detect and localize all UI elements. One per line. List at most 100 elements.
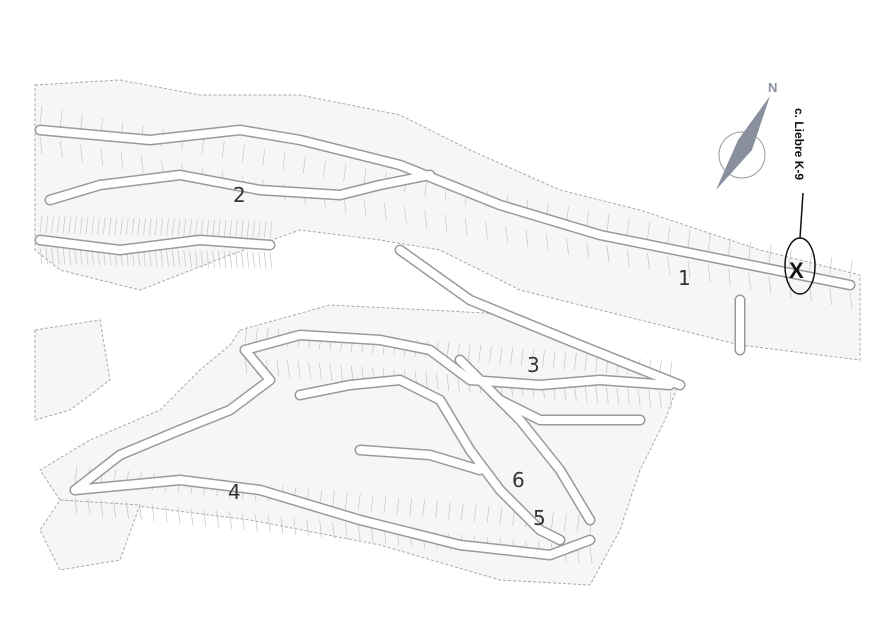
lot-divider (240, 220, 244, 238)
lot-divider (345, 492, 348, 510)
lot-divider (242, 144, 245, 162)
lot-divider (357, 524, 361, 542)
lot-divider (269, 251, 273, 270)
lot-divider (212, 250, 215, 268)
lot-divider (396, 497, 400, 515)
lot-divider (39, 136, 43, 155)
lot-divider (45, 216, 49, 234)
location-marker: X (784, 192, 816, 295)
lot-divider (551, 512, 554, 530)
lot-divider (223, 250, 227, 269)
lot-divider (293, 518, 297, 536)
lot-divider (267, 515, 271, 533)
lot-divider (56, 216, 60, 234)
lot-divider (56, 247, 60, 265)
lot-divider (276, 359, 280, 377)
lot-divider (125, 217, 129, 235)
lot-divider (194, 250, 198, 268)
lot-divider (422, 499, 425, 517)
lot-divider (329, 363, 333, 382)
lot-divider (139, 503, 142, 521)
lot-divider (258, 251, 261, 269)
sector-5-label: 5 (533, 506, 546, 530)
lot-divider (308, 362, 312, 380)
lot-divider (586, 241, 590, 259)
lot-divider (499, 507, 503, 525)
lot-divider (240, 251, 244, 269)
lot-divider (120, 152, 124, 170)
lot-divider (263, 251, 267, 269)
lot-divider (637, 389, 641, 407)
lot-divider (669, 360, 673, 379)
lot-divider (131, 217, 135, 236)
lot-divider (520, 348, 524, 366)
lot-grid (39, 105, 853, 565)
lot-divider (160, 249, 164, 267)
lot-divider (505, 226, 509, 244)
lot-divider (217, 250, 221, 268)
lot-divider (80, 113, 83, 131)
lot-divider (68, 247, 72, 265)
lot-divider (323, 160, 326, 178)
lot-divider (235, 251, 238, 269)
lot-divider (154, 249, 158, 267)
lot-divider (748, 272, 752, 290)
lot-divider (252, 251, 256, 269)
lot-divider (584, 353, 588, 372)
lot-divider (246, 251, 250, 269)
lot-divider (849, 260, 853, 279)
lot-divider (140, 156, 144, 174)
lot-divider (332, 490, 335, 509)
lot-divider (252, 220, 256, 238)
lot-divider (87, 498, 91, 516)
lot-divider (235, 220, 238, 238)
lot-divider (486, 505, 490, 524)
lot-divider (788, 280, 792, 298)
north-arrow-icon: N (716, 80, 777, 190)
lot-divider (448, 502, 451, 520)
sector-3-label: 3 (527, 353, 540, 377)
lot-divider (849, 291, 853, 310)
lot-divider (563, 513, 567, 531)
lot-divider (166, 218, 169, 236)
lot-divider (183, 219, 187, 237)
lot-divider (190, 508, 194, 526)
lot-divider (563, 352, 567, 370)
lot-divider (79, 216, 83, 234)
lot-divider (627, 388, 630, 406)
lot-divider (79, 247, 83, 265)
lot-divider (59, 109, 63, 127)
lot-divider (74, 216, 77, 234)
lot-divider (39, 215, 43, 234)
lot-divider (160, 218, 164, 236)
lot-divider (91, 217, 95, 235)
lot-divider (171, 218, 175, 236)
lot-divider (206, 219, 210, 237)
lot-divider (280, 516, 284, 535)
lot-divider (460, 503, 464, 521)
north-zone-area (34, 79, 861, 361)
lot-divider (39, 246, 43, 265)
lot-divider (200, 219, 204, 237)
lot-divider (606, 214, 610, 232)
lot-divider (669, 391, 673, 410)
lot-divider (166, 249, 169, 267)
lot-divider (244, 325, 248, 344)
lot-divider (206, 250, 210, 268)
lot-divider (154, 218, 158, 236)
lot-divider (108, 217, 112, 235)
lot-divider (748, 241, 752, 259)
lot-divider (531, 349, 535, 367)
sector-4-label: 4 (228, 480, 241, 504)
lot-divider (687, 229, 691, 248)
lot-divider (478, 345, 482, 363)
lot-divider (383, 495, 387, 514)
lot-divider (194, 219, 198, 237)
lot-divider (768, 245, 772, 263)
lot-divider (576, 514, 580, 532)
lot-divider (269, 220, 273, 239)
lot-divider (74, 465, 78, 484)
lot-divider (229, 220, 233, 238)
lot-divider (728, 237, 731, 255)
